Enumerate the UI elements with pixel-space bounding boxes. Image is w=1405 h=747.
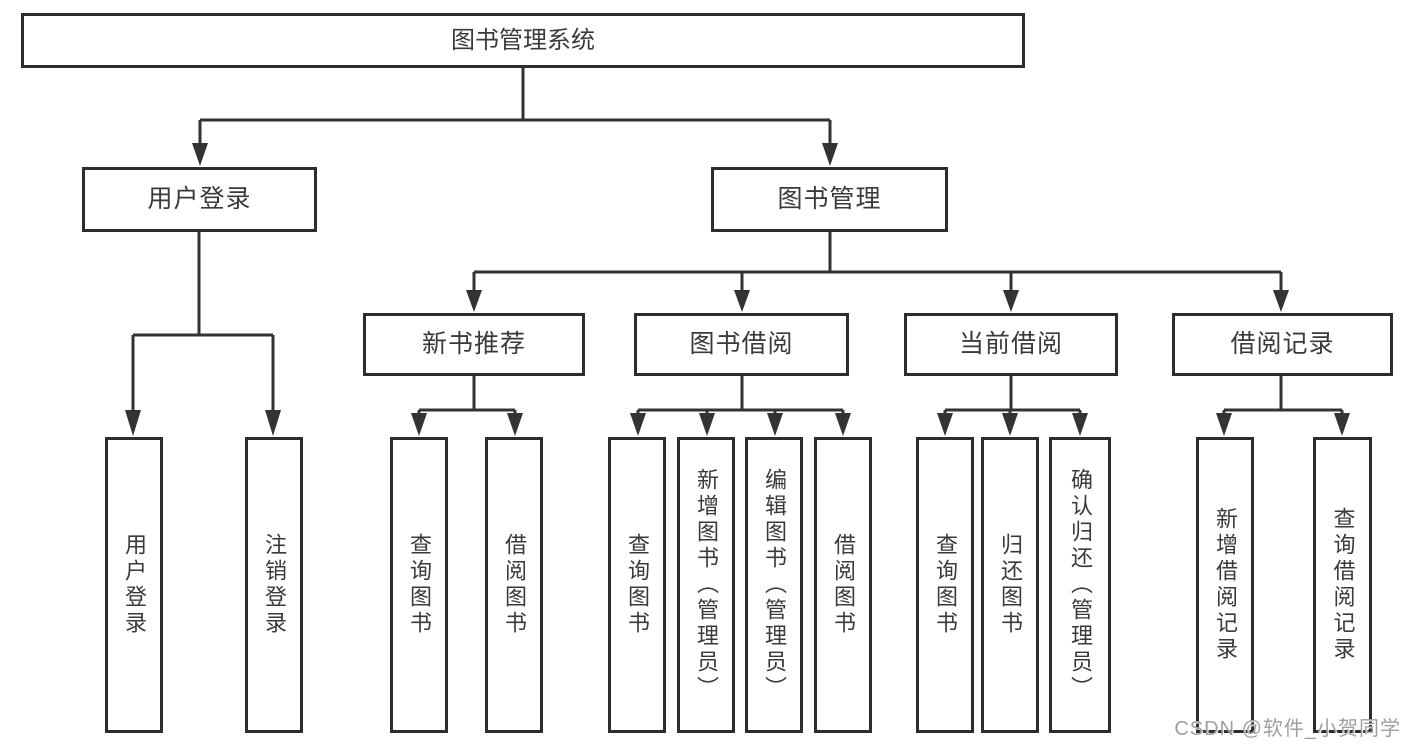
leaf-label: 新增图书（管理员） bbox=[694, 468, 719, 702]
leaf-query-borrow-record: 查询借阅记录 bbox=[1313, 437, 1372, 733]
leaf-confirm-return-admin: 确认归还（管理员） bbox=[1049, 437, 1111, 733]
node-borrow-records: 借阅记录 bbox=[1172, 313, 1393, 376]
leaf-logout: 注销登录 bbox=[245, 437, 303, 733]
leaf-add-borrow-record: 新增借阅记录 bbox=[1196, 437, 1254, 733]
leaf-label: 查询借阅记录 bbox=[1330, 507, 1356, 663]
node-new-book-rec-label: 新书推荐 bbox=[421, 329, 526, 358]
leaf-label: 查询图书 bbox=[407, 533, 432, 637]
leaf-edit-book-admin: 编辑图书（管理员） bbox=[745, 437, 803, 733]
leaf-return-book: 归还图书 bbox=[981, 437, 1039, 733]
node-current-borrow: 当前借阅 bbox=[904, 313, 1118, 376]
node-book-mgmt: 图书管理 bbox=[711, 167, 948, 232]
leaf-label: 编辑图书（管理员） bbox=[762, 468, 787, 702]
node-book-borrow-label: 图书借阅 bbox=[689, 329, 794, 358]
leaf-borrow-books-2: 借阅图书 bbox=[814, 437, 872, 733]
leaf-label: 查询图书 bbox=[933, 533, 958, 637]
leaf-label: 确认归还（管理员） bbox=[1068, 468, 1093, 702]
node-user-login: 用户登录 bbox=[82, 167, 317, 232]
node-root: 图书管理系统 bbox=[21, 13, 1025, 68]
leaf-label: 归还图书 bbox=[998, 533, 1023, 637]
leaf-query-books-1: 查询图书 bbox=[390, 437, 448, 733]
arrowheads bbox=[125, 143, 1350, 436]
node-book-borrow: 图书借阅 bbox=[634, 313, 849, 376]
leaf-label: 借阅图书 bbox=[831, 533, 856, 637]
leaf-label: 借阅图书 bbox=[502, 533, 527, 637]
node-borrow-records-label: 借阅记录 bbox=[1230, 329, 1335, 358]
leaf-add-book-admin: 新增图书（管理员） bbox=[677, 437, 735, 733]
node-new-book-rec: 新书推荐 bbox=[363, 313, 585, 376]
leaf-label: 用户登录 bbox=[122, 533, 147, 637]
leaf-label: 新增借阅记录 bbox=[1213, 507, 1238, 663]
leaf-user-login: 用户登录 bbox=[105, 437, 163, 733]
leaf-query-books-3: 查询图书 bbox=[916, 437, 974, 733]
leaf-label: 查询图书 bbox=[625, 533, 650, 637]
leaf-label: 注销登录 bbox=[262, 533, 287, 637]
node-user-login-label: 用户登录 bbox=[147, 184, 252, 213]
watermark: CSDN @软件_小贺同学 bbox=[1174, 718, 1401, 740]
leaf-borrow-books-1: 借阅图书 bbox=[485, 437, 543, 733]
node-book-mgmt-label: 图书管理 bbox=[777, 184, 882, 213]
node-current-borrow-label: 当前借阅 bbox=[958, 329, 1063, 358]
node-root-label: 图书管理系统 bbox=[451, 26, 595, 54]
leaf-query-books-2: 查询图书 bbox=[608, 437, 666, 733]
